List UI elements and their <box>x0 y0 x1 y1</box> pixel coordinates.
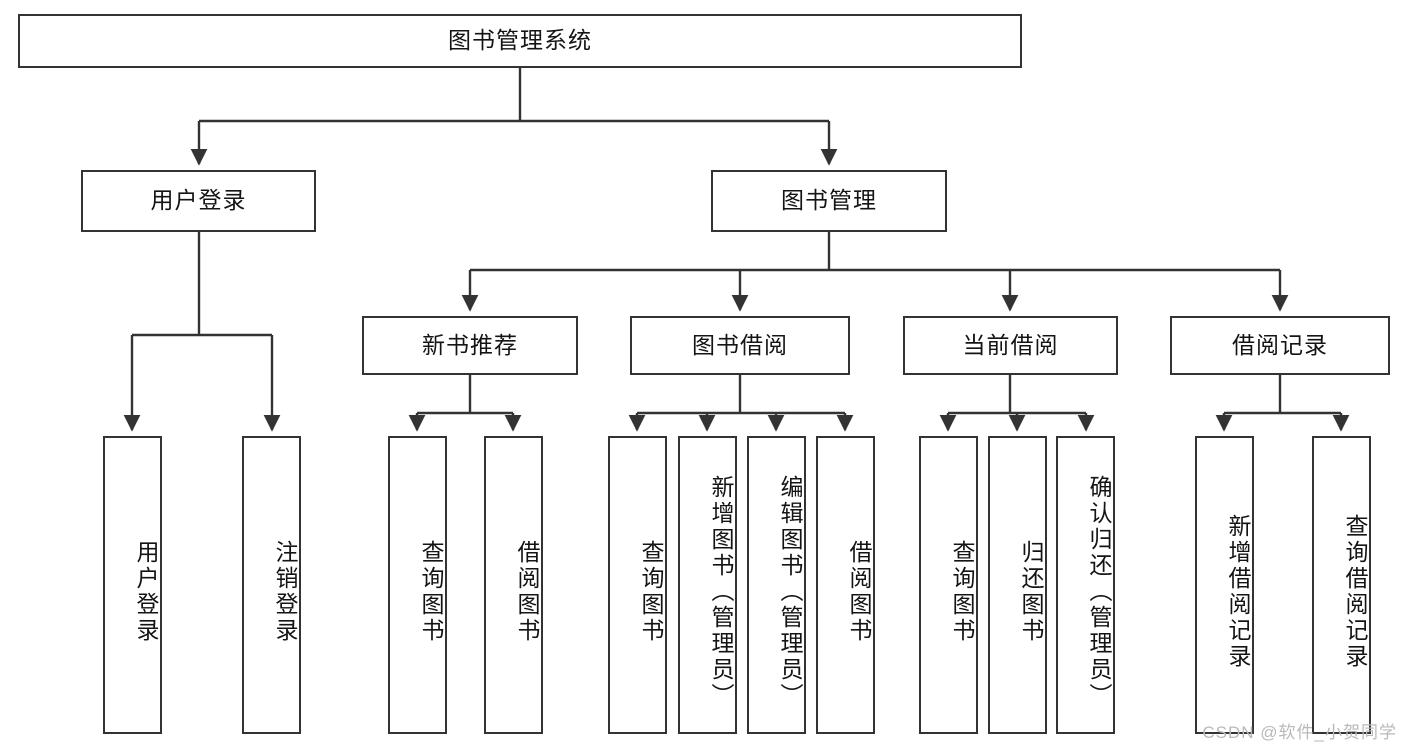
node-book-management[interactable]: 图书管理 <box>711 170 947 232</box>
leaf-return-book[interactable]: 归还图书 <box>988 436 1047 734</box>
leaf-query-book-current[interactable]: 查询图书 <box>919 436 978 734</box>
node-book-borrow[interactable]: 图书借阅 <box>630 316 850 375</box>
node-user-login[interactable]: 用户登录 <box>81 170 316 232</box>
leaf-query-book-borrow[interactable]: 查询图书 <box>608 436 667 734</box>
leaf-query-book-recommend[interactable]: 查询图书 <box>388 436 447 734</box>
leaf-add-borrow-record[interactable]: 新增借阅记录 <box>1195 436 1254 734</box>
leaf-query-borrow-record[interactable]: 查询借阅记录 <box>1312 436 1371 734</box>
leaf-confirm-return-admin[interactable]: 确认归还（管理员） <box>1056 436 1115 734</box>
leaf-user-login[interactable]: 用户登录 <box>103 436 162 734</box>
node-borrow-record[interactable]: 借阅记录 <box>1170 316 1390 375</box>
node-current-borrow[interactable]: 当前借阅 <box>903 316 1118 375</box>
leaf-edit-book-admin[interactable]: 编辑图书（管理员） <box>747 436 806 734</box>
leaf-borrow-book-recommend[interactable]: 借阅图书 <box>484 436 543 734</box>
leaf-logout[interactable]: 注销登录 <box>242 436 301 734</box>
leaf-borrow-book[interactable]: 借阅图书 <box>816 436 875 734</box>
node-root-library-system[interactable]: 图书管理系统 <box>18 14 1022 68</box>
node-new-book-recommend[interactable]: 新书推荐 <box>362 316 578 375</box>
leaf-add-book-admin[interactable]: 新增图书（管理员） <box>678 436 737 734</box>
